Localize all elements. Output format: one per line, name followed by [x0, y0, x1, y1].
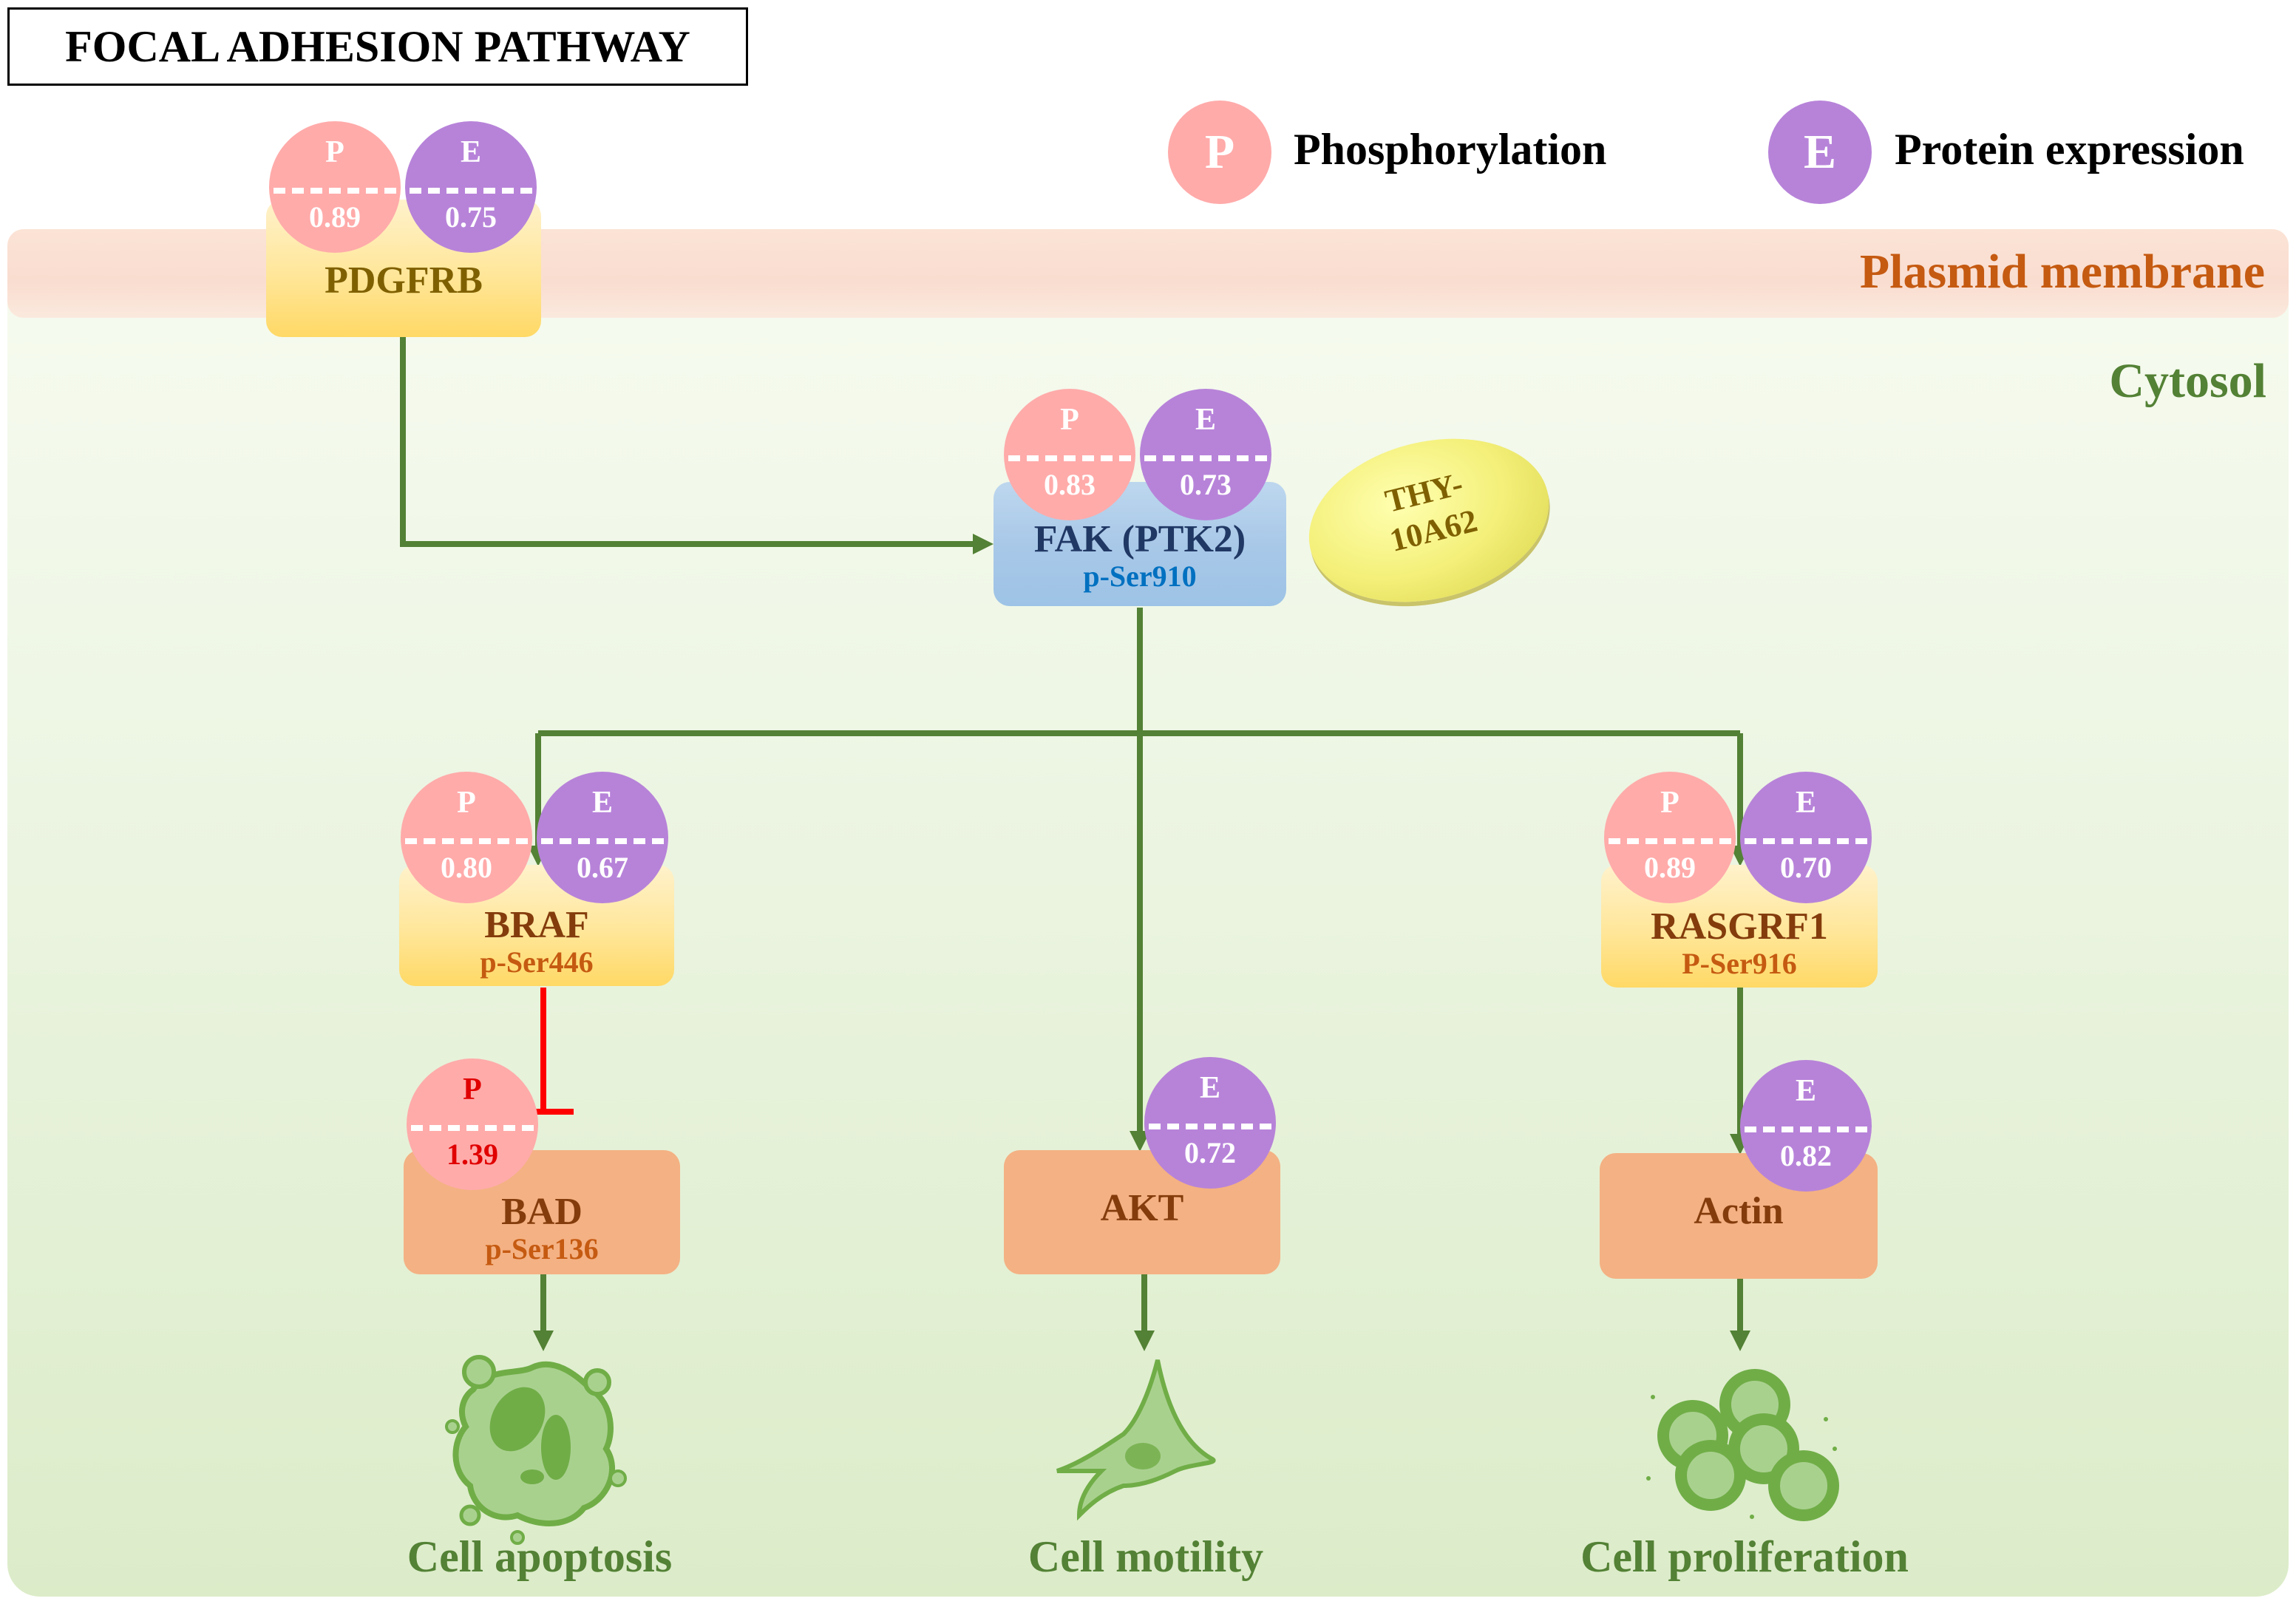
- pdgfrb-p-letter: P: [325, 135, 344, 169]
- fak-e-value: 0.73: [1180, 468, 1232, 501]
- akt-expression-badge: E 0.72: [1144, 1057, 1276, 1189]
- pdgfrb-e-value: 0.75: [445, 200, 497, 234]
- badge-divider: [1149, 1124, 1271, 1129]
- motility-label: Cell motility: [1028, 1532, 1264, 1581]
- phosphorylation-legend-icon: P: [1168, 101, 1271, 204]
- badge-divider: [1745, 838, 1867, 844]
- rasgrf1-phospho-badge: P 0.89: [1604, 772, 1736, 903]
- badge-divider: [405, 838, 528, 844]
- fak-label: FAK (PTK2): [1033, 518, 1246, 561]
- bad-label: BAD: [501, 1191, 583, 1234]
- badge-divider: [411, 1125, 534, 1131]
- rasgrf1-site-label: P-Ser916: [1682, 947, 1797, 980]
- bad-phospho-badge: P 1.39: [407, 1058, 538, 1190]
- legend-e-letter: E: [1803, 125, 1837, 179]
- cytosol-label: Cytosol: [2109, 354, 2266, 408]
- pdgfrb-e-letter: E: [460, 135, 481, 169]
- fak-p-letter: P: [1060, 403, 1079, 437]
- fak-expression-badge: E 0.73: [1140, 389, 1271, 520]
- akt-e-letter: E: [1199, 1071, 1220, 1105]
- badge-divider: [1745, 1126, 1867, 1132]
- rasgrf1-expression-badge: E 0.70: [1740, 772, 1872, 903]
- braf-site-label: p-Ser446: [480, 945, 594, 979]
- rasgrf1-p-value: 0.89: [1644, 851, 1696, 884]
- pdgfrb-to-fak-arrow: [400, 336, 983, 547]
- legend-phosphorylation-label: Phosphorylation: [1294, 125, 1607, 174]
- membrane-label: Plasmid membrane: [1859, 245, 2265, 299]
- fak-site-label: p-Ser910: [1083, 560, 1197, 593]
- page-title: FOCAL ADHESION PATHWAY: [7, 7, 748, 86]
- braf-phospho-badge: P 0.80: [401, 772, 532, 903]
- actin-label: Actin: [1694, 1190, 1784, 1232]
- akt-e-value: 0.72: [1184, 1136, 1236, 1169]
- legend-p-letter: P: [1204, 125, 1235, 179]
- actin-expression-badge: E 0.82: [1740, 1060, 1872, 1192]
- bad-p-value: 1.39: [446, 1138, 498, 1171]
- bad-node: BAD p-Ser136: [404, 1150, 680, 1274]
- actin-e-value: 0.82: [1780, 1139, 1832, 1172]
- bad-p-letter: P: [463, 1073, 482, 1107]
- apoptosis-label: Cell apoptosis: [407, 1532, 673, 1581]
- fak-phospho-badge: P 0.83: [1004, 389, 1135, 520]
- badge-divider: [1609, 838, 1731, 844]
- proliferating-cells-icon: [1646, 1369, 1839, 1521]
- braf-p-value: 0.80: [441, 851, 492, 884]
- badge-divider: [1008, 455, 1131, 461]
- expression-legend-icon: E: [1768, 101, 1872, 204]
- rasgrf1-p-letter: P: [1660, 786, 1679, 820]
- braf-e-letter: E: [591, 786, 613, 820]
- actin-e-letter: E: [1795, 1074, 1816, 1108]
- braf-expression-badge: E 0.67: [537, 772, 668, 903]
- badge-divider: [274, 188, 396, 194]
- rasgrf1-e-value: 0.70: [1780, 851, 1832, 884]
- badge-divider: [541, 838, 664, 844]
- fak-e-letter: E: [1195, 403, 1216, 437]
- apoptotic-cell-icon: [445, 1355, 627, 1545]
- braf-p-letter: P: [457, 786, 476, 820]
- badge-divider: [1144, 455, 1267, 461]
- badge-divider: [410, 188, 532, 194]
- rasgrf1-label: RASGRF1: [1651, 905, 1828, 948]
- akt-label: AKT: [1100, 1187, 1184, 1229]
- pdgfrb-expression-badge: E 0.75: [405, 121, 537, 253]
- braf-e-value: 0.67: [577, 851, 628, 884]
- proliferation-label: Cell proliferation: [1580, 1532, 1909, 1581]
- bad-site-label: p-Ser136: [485, 1232, 599, 1265]
- pdgfrb-phospho-badge: P 0.89: [269, 121, 401, 253]
- pdgfrb-p-value: 0.89: [309, 200, 361, 234]
- motile-cell-icon: [1056, 1359, 1216, 1521]
- rasgrf1-e-letter: E: [1795, 786, 1816, 820]
- braf-label: BRAF: [484, 904, 589, 947]
- fak-p-value: 0.83: [1044, 468, 1096, 501]
- pdgfrb-label: PDGFRB: [325, 259, 483, 302]
- legend-expression-label: Protein expression: [1895, 125, 2244, 174]
